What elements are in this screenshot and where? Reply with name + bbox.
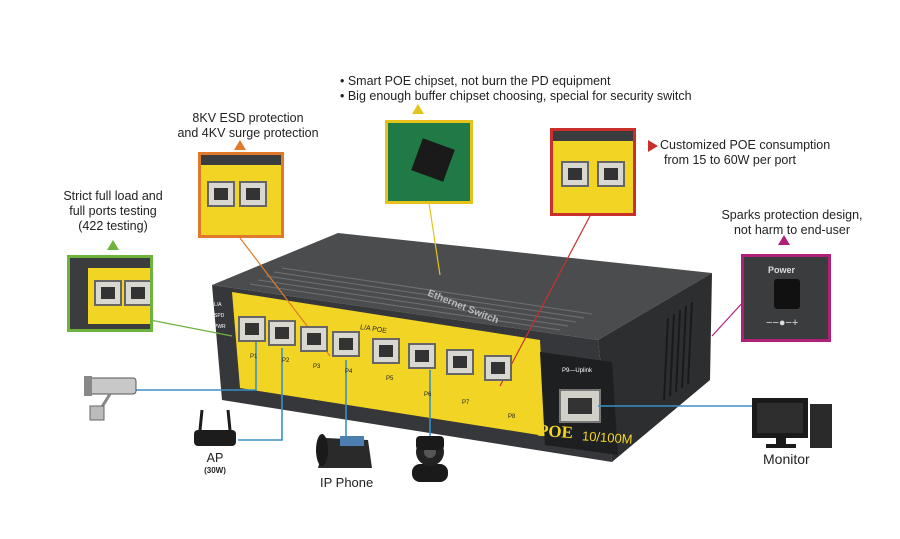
- ptz-camera-icon: [412, 436, 448, 482]
- led-label-la: L/A: [214, 302, 222, 308]
- sparks-leader: [711, 299, 746, 337]
- testing-line-2: full ports testing: [69, 204, 157, 218]
- ap-line: [238, 348, 283, 441]
- ap-label: AP (30W): [190, 451, 240, 475]
- consumption-zoom-port-1: [561, 161, 589, 187]
- camera-line: [135, 342, 257, 391]
- esd-triangle: [234, 140, 246, 150]
- consumption-line-1: Customized POE consumption: [660, 138, 831, 152]
- testing-zoom-port-2: [124, 280, 150, 306]
- port-p7: [446, 349, 474, 375]
- consumption-line-2: from 15 to 60W per port: [664, 153, 797, 167]
- consumption-leader: [499, 215, 591, 387]
- consumption-triangle: [648, 140, 658, 152]
- power-jack-icon: [774, 279, 800, 309]
- esd-zoom-box: [198, 152, 284, 238]
- consumption-zoom-port-2: [597, 161, 625, 187]
- esd-line-2: and 4KV surge protection: [177, 126, 319, 140]
- switch-side: [598, 273, 712, 462]
- testing-zoom-port-1: [94, 280, 122, 306]
- power-polarity: −−●−+: [766, 317, 799, 329]
- led-label-spd: SPD: [214, 313, 225, 319]
- chipset-line-2: • Big enough buffer chipset choosing, sp…: [340, 89, 692, 103]
- connection-lines: [135, 342, 760, 441]
- uplink-port-inner: [568, 398, 592, 414]
- switch-top-stripes: [249, 267, 593, 331]
- chipset-callout: • Smart POE chipset, not burn the PD equ…: [340, 74, 692, 104]
- port-p5: [372, 338, 400, 364]
- port-p1: [238, 316, 266, 342]
- port-p4: [332, 331, 360, 357]
- testing-line-1: Strict full load and: [63, 189, 163, 203]
- monitor-label: Monitor: [763, 451, 810, 467]
- ap-name: AP: [206, 451, 224, 465]
- ip-phone-label: IP Phone: [320, 475, 374, 490]
- esd-zoom-port-1: [207, 181, 235, 207]
- esd-callout: 8KV ESD protection and 4KV surge protect…: [160, 111, 336, 141]
- chipset-zoom-box: [385, 120, 473, 204]
- ip-phone-icon: [316, 434, 372, 468]
- sparks-callout: Sparks protection design, not harm to en…: [700, 208, 884, 238]
- sparks-line-2: not harm to end-user: [733, 223, 851, 237]
- poe-brand-label: POE: [537, 420, 574, 443]
- monitor-icon: [752, 398, 832, 448]
- chipset-line-1: • Smart POE chipset, not burn the PD equ…: [340, 74, 611, 88]
- port-p8: [484, 355, 512, 381]
- testing-leader: [149, 319, 233, 337]
- testing-zoom-box: [67, 255, 153, 332]
- led-labels: L/A SPD PWR: [214, 300, 226, 333]
- led-label-pwr: PWR: [214, 324, 226, 330]
- uplink-label: P9—Uplink: [562, 368, 593, 374]
- testing-triangle: [107, 240, 119, 250]
- port-label-p4: P4: [345, 369, 353, 375]
- cctv-camera-icon: [84, 376, 137, 421]
- port-label-p7: P7: [462, 400, 470, 406]
- port-label-p3: P3: [313, 364, 321, 370]
- port-p6: [408, 343, 436, 369]
- port-p2: [268, 320, 296, 346]
- chipset-triangle: [412, 104, 424, 114]
- power-label: Power: [768, 265, 796, 275]
- port-label-p2: P2: [282, 358, 290, 364]
- port-label-p6: P6: [424, 392, 432, 398]
- ap-power: (30W): [204, 466, 226, 475]
- esd-line-1: 8KV ESD protection: [192, 111, 304, 125]
- switch-vents: [663, 301, 693, 401]
- consumption-callout: Customized POE consumption from 15 to 60…: [660, 138, 830, 168]
- sparks-line-1: Sparks protection design,: [721, 208, 863, 222]
- testing-callout: Strict full load and full ports testing …: [40, 189, 186, 234]
- consumption-zoom-box: [550, 128, 636, 216]
- power-zoom-box: Power −−●−+: [741, 254, 831, 342]
- sparks-triangle: [778, 235, 790, 245]
- port-label-p5: P5: [386, 376, 394, 382]
- chip-icon: [411, 138, 455, 182]
- port-p3: [300, 326, 328, 352]
- ap-router-icon: [194, 409, 236, 446]
- port-label-p1: P1: [250, 354, 258, 360]
- port-label-p8: P8: [508, 414, 516, 420]
- esd-zoom-port-2: [239, 181, 267, 207]
- chipset-leader: [428, 202, 441, 276]
- testing-line-3: (422 testing): [78, 219, 148, 233]
